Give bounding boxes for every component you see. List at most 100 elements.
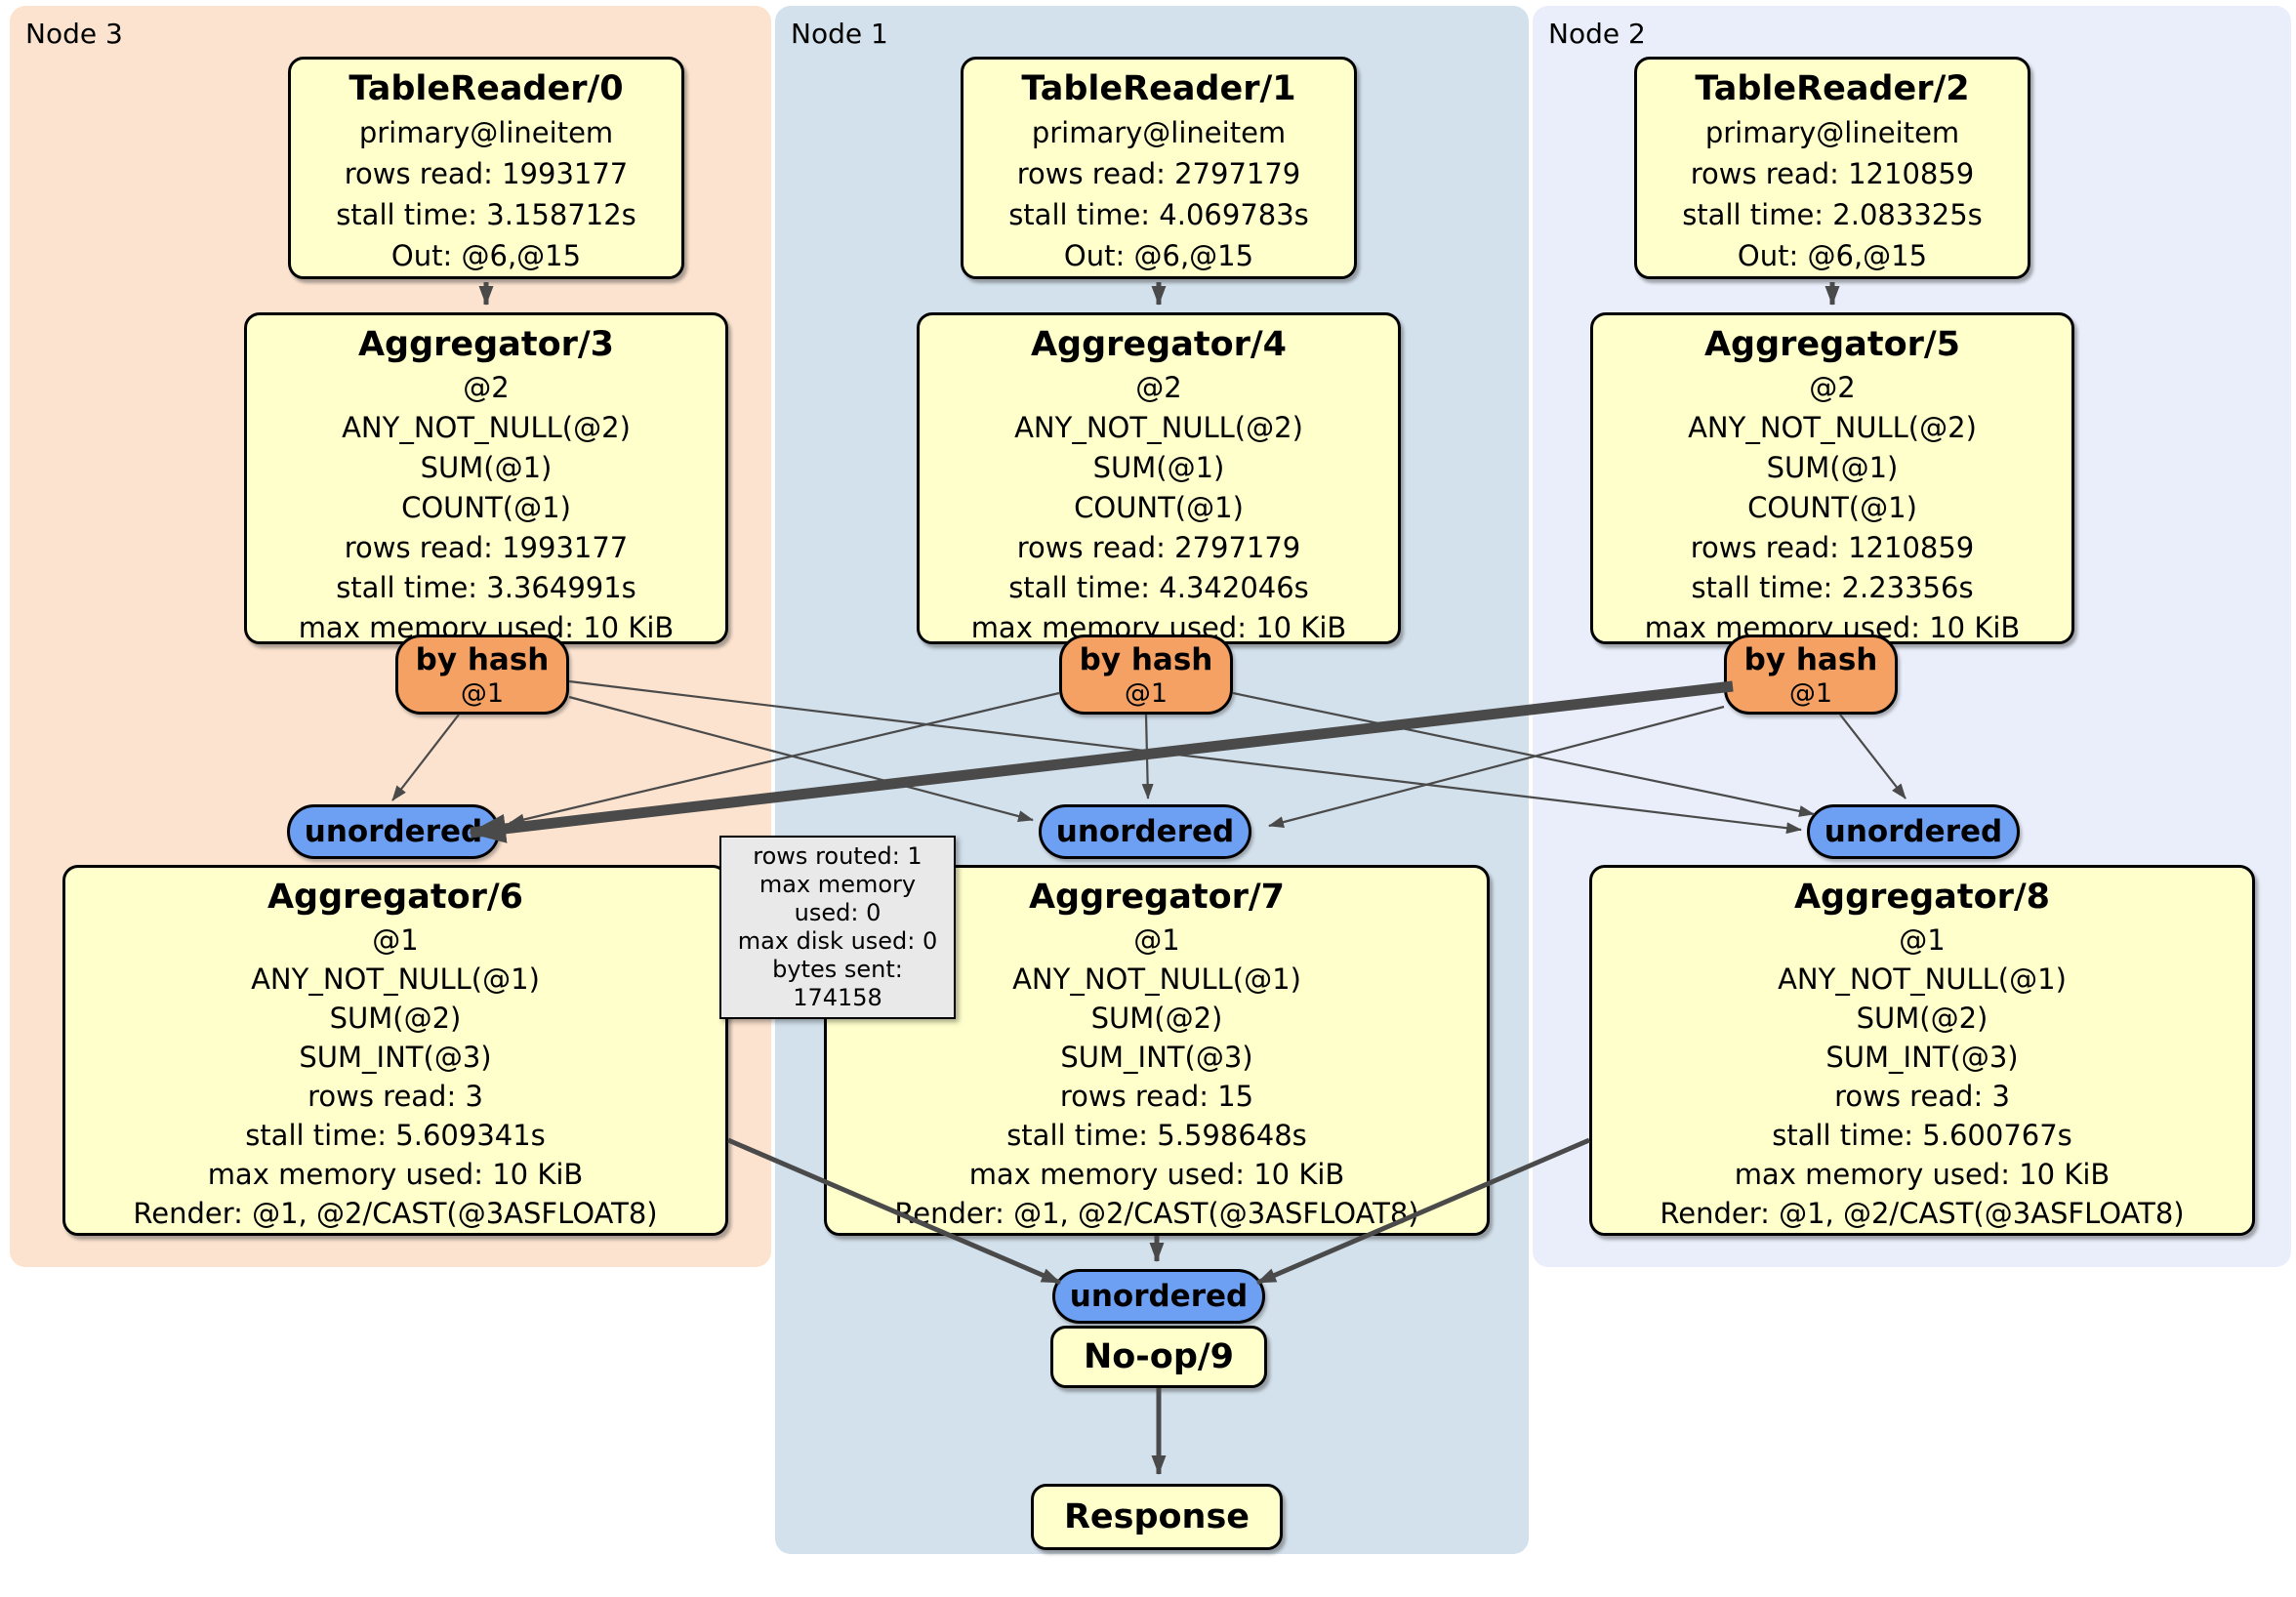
stat-line: primary@lineitem bbox=[1031, 116, 1287, 149]
stat-line: primary@lineitem bbox=[358, 116, 614, 149]
stat-line: @1 bbox=[1133, 923, 1180, 957]
stat-line: Out: @6,@15 bbox=[390, 239, 582, 272]
region-node2-label: Node 2 bbox=[1548, 18, 1646, 50]
stat-line: SUM_INT(@3) bbox=[1060, 1041, 1253, 1074]
stat-line: stall time: 2.083325s bbox=[1682, 198, 1983, 231]
stat-line: Render: @1, @2/CAST(@3ASFLOAT8) bbox=[894, 1197, 1419, 1230]
stat-line: rows read: 2797179 bbox=[1016, 157, 1301, 190]
region-node3-label: Node 3 bbox=[25, 18, 123, 50]
node-aggregator-6: Aggregator/6 @1 ANY_NOT_NULL(@1) SUM(@2)… bbox=[62, 865, 728, 1236]
stat-line: stall time: 3.364991s bbox=[336, 571, 636, 604]
sync-label: unordered bbox=[1069, 1279, 1249, 1314]
stat-line: max memory used: 10 KiB bbox=[1734, 1158, 2111, 1191]
router-label: by hash bbox=[415, 642, 550, 677]
sync-unordered-node1: unordered bbox=[1039, 804, 1251, 859]
node-title: TableReader/2 bbox=[1695, 69, 1970, 108]
node-tablereader-1: TableReader/1 primary@lineitem rows read… bbox=[961, 57, 1357, 279]
stat-line: rows read: 2797179 bbox=[1016, 531, 1301, 564]
node-noop-9: No-op/9 bbox=[1050, 1326, 1267, 1388]
stat-line: Render: @1, @2/CAST(@3ASFLOAT8) bbox=[133, 1197, 658, 1230]
stat-line: SUM(@2) bbox=[329, 1002, 462, 1035]
stat-line: SUM(@1) bbox=[420, 451, 553, 484]
stat-line: stall time: 5.600767s bbox=[1772, 1119, 2072, 1152]
stat-line: COUNT(@1) bbox=[1747, 491, 1917, 524]
tooltip-line: max memory used: 0 bbox=[758, 871, 917, 926]
sync-label: unordered bbox=[304, 814, 483, 849]
stat-line: COUNT(@1) bbox=[1074, 491, 1244, 524]
stat-line: SUM(@1) bbox=[1766, 451, 1899, 484]
stat-line: stall time: 2.23356s bbox=[1691, 571, 1974, 604]
router-hash-columns: @1 bbox=[1788, 678, 1833, 709]
stat-line: rows read: 1210859 bbox=[1690, 157, 1975, 190]
edge-stats-tooltip: rows routed: 1 max memory used: 0 max di… bbox=[719, 836, 956, 1019]
stat-line: rows read: 3 bbox=[308, 1080, 483, 1113]
tooltip-line: max disk used: 0 bbox=[737, 927, 938, 955]
node-aggregator-5: Aggregator/5 @2 ANY_NOT_NULL(@2) SUM(@1)… bbox=[1590, 312, 2074, 644]
node-tablereader-2: TableReader/2 primary@lineitem rows read… bbox=[1634, 57, 2030, 279]
stat-line: @2 bbox=[463, 371, 510, 404]
stat-line: @1 bbox=[372, 923, 419, 957]
stat-line: stall time: 4.342046s bbox=[1008, 571, 1309, 604]
node-title: Response bbox=[1063, 1497, 1250, 1536]
stat-line: rows read: 15 bbox=[1059, 1080, 1254, 1113]
node-response: Response bbox=[1031, 1484, 1283, 1550]
tooltip-line: rows routed: 1 bbox=[753, 842, 922, 870]
stat-line: ANY_NOT_NULL(@2) bbox=[1014, 411, 1303, 444]
stat-line: SUM(@2) bbox=[1090, 1002, 1223, 1035]
stat-line: ANY_NOT_NULL(@2) bbox=[1688, 411, 1977, 444]
sync-label: unordered bbox=[1824, 814, 2003, 849]
sync-unordered-node3: unordered bbox=[287, 804, 500, 859]
node-aggregator-8: Aggregator/8 @1 ANY_NOT_NULL(@1) SUM(@2)… bbox=[1589, 865, 2255, 1236]
stat-line: @1 bbox=[1899, 923, 1946, 957]
node-title: Aggregator/4 bbox=[1030, 325, 1288, 364]
stat-line: rows read: 1210859 bbox=[1690, 531, 1975, 564]
sync-unordered-node2: unordered bbox=[1807, 804, 2020, 859]
stat-line: stall time: 3.158712s bbox=[336, 198, 636, 231]
stat-line: stall time: 5.609341s bbox=[245, 1119, 546, 1152]
stat-line: max memory used: 10 KiB bbox=[207, 1158, 584, 1191]
node-aggregator-4: Aggregator/4 @2 ANY_NOT_NULL(@2) SUM(@1)… bbox=[917, 312, 1401, 644]
sync-label: unordered bbox=[1055, 814, 1235, 849]
tooltip-line: bytes sent: 174158 bbox=[772, 956, 903, 1011]
stat-line: ANY_NOT_NULL(@1) bbox=[1778, 962, 2067, 996]
stat-line: Render: @1, @2/CAST(@3ASFLOAT8) bbox=[1660, 1197, 2185, 1230]
stat-line: ANY_NOT_NULL(@1) bbox=[251, 962, 540, 996]
router-label: by hash bbox=[1743, 642, 1878, 677]
stat-line: @2 bbox=[1135, 371, 1182, 404]
stat-line: rows read: 3 bbox=[1834, 1080, 2010, 1113]
stat-line: primary@lineitem bbox=[1704, 116, 1960, 149]
stat-line: Out: @6,@15 bbox=[1737, 239, 1928, 272]
node-title: Aggregator/6 bbox=[266, 878, 524, 917]
node-tablereader-0: TableReader/0 primary@lineitem rows read… bbox=[288, 57, 684, 279]
stat-line: COUNT(@1) bbox=[401, 491, 571, 524]
router-by-hash-node2: by hash @1 bbox=[1724, 635, 1898, 715]
node-title: Aggregator/3 bbox=[357, 325, 615, 364]
stat-line: rows read: 1993177 bbox=[344, 157, 629, 190]
router-hash-columns: @1 bbox=[460, 678, 505, 709]
node-title: No-op/9 bbox=[1083, 1337, 1235, 1376]
stat-line: Out: @6,@15 bbox=[1063, 239, 1254, 272]
router-by-hash-node1: by hash @1 bbox=[1059, 635, 1233, 715]
node-title: TableReader/1 bbox=[1021, 69, 1296, 108]
stat-line: rows read: 1993177 bbox=[344, 531, 629, 564]
stat-line: stall time: 5.598648s bbox=[1006, 1119, 1307, 1152]
stat-line: ANY_NOT_NULL(@1) bbox=[1012, 962, 1301, 996]
stat-line: ANY_NOT_NULL(@2) bbox=[342, 411, 631, 444]
stat-line: SUM_INT(@3) bbox=[299, 1041, 492, 1074]
node-aggregator-3: Aggregator/3 @2 ANY_NOT_NULL(@2) SUM(@1)… bbox=[244, 312, 728, 644]
stat-line: SUM(@1) bbox=[1092, 451, 1225, 484]
stat-line: SUM_INT(@3) bbox=[1825, 1041, 2019, 1074]
sync-unordered-final: unordered bbox=[1052, 1269, 1265, 1324]
router-by-hash-node3: by hash @1 bbox=[395, 635, 569, 715]
stat-line: SUM(@2) bbox=[1856, 1002, 1988, 1035]
node-title: TableReader/0 bbox=[348, 69, 624, 108]
node-title: Aggregator/7 bbox=[1028, 878, 1286, 917]
node-title: Aggregator/5 bbox=[1703, 325, 1961, 364]
stat-line: @2 bbox=[1809, 371, 1856, 404]
node-title: Aggregator/8 bbox=[1793, 878, 2051, 917]
region-node1-label: Node 1 bbox=[791, 18, 888, 50]
router-hash-columns: @1 bbox=[1124, 678, 1168, 709]
stat-line: max memory used: 10 KiB bbox=[968, 1158, 1345, 1191]
router-label: by hash bbox=[1079, 642, 1213, 677]
stat-line: stall time: 4.069783s bbox=[1008, 198, 1309, 231]
